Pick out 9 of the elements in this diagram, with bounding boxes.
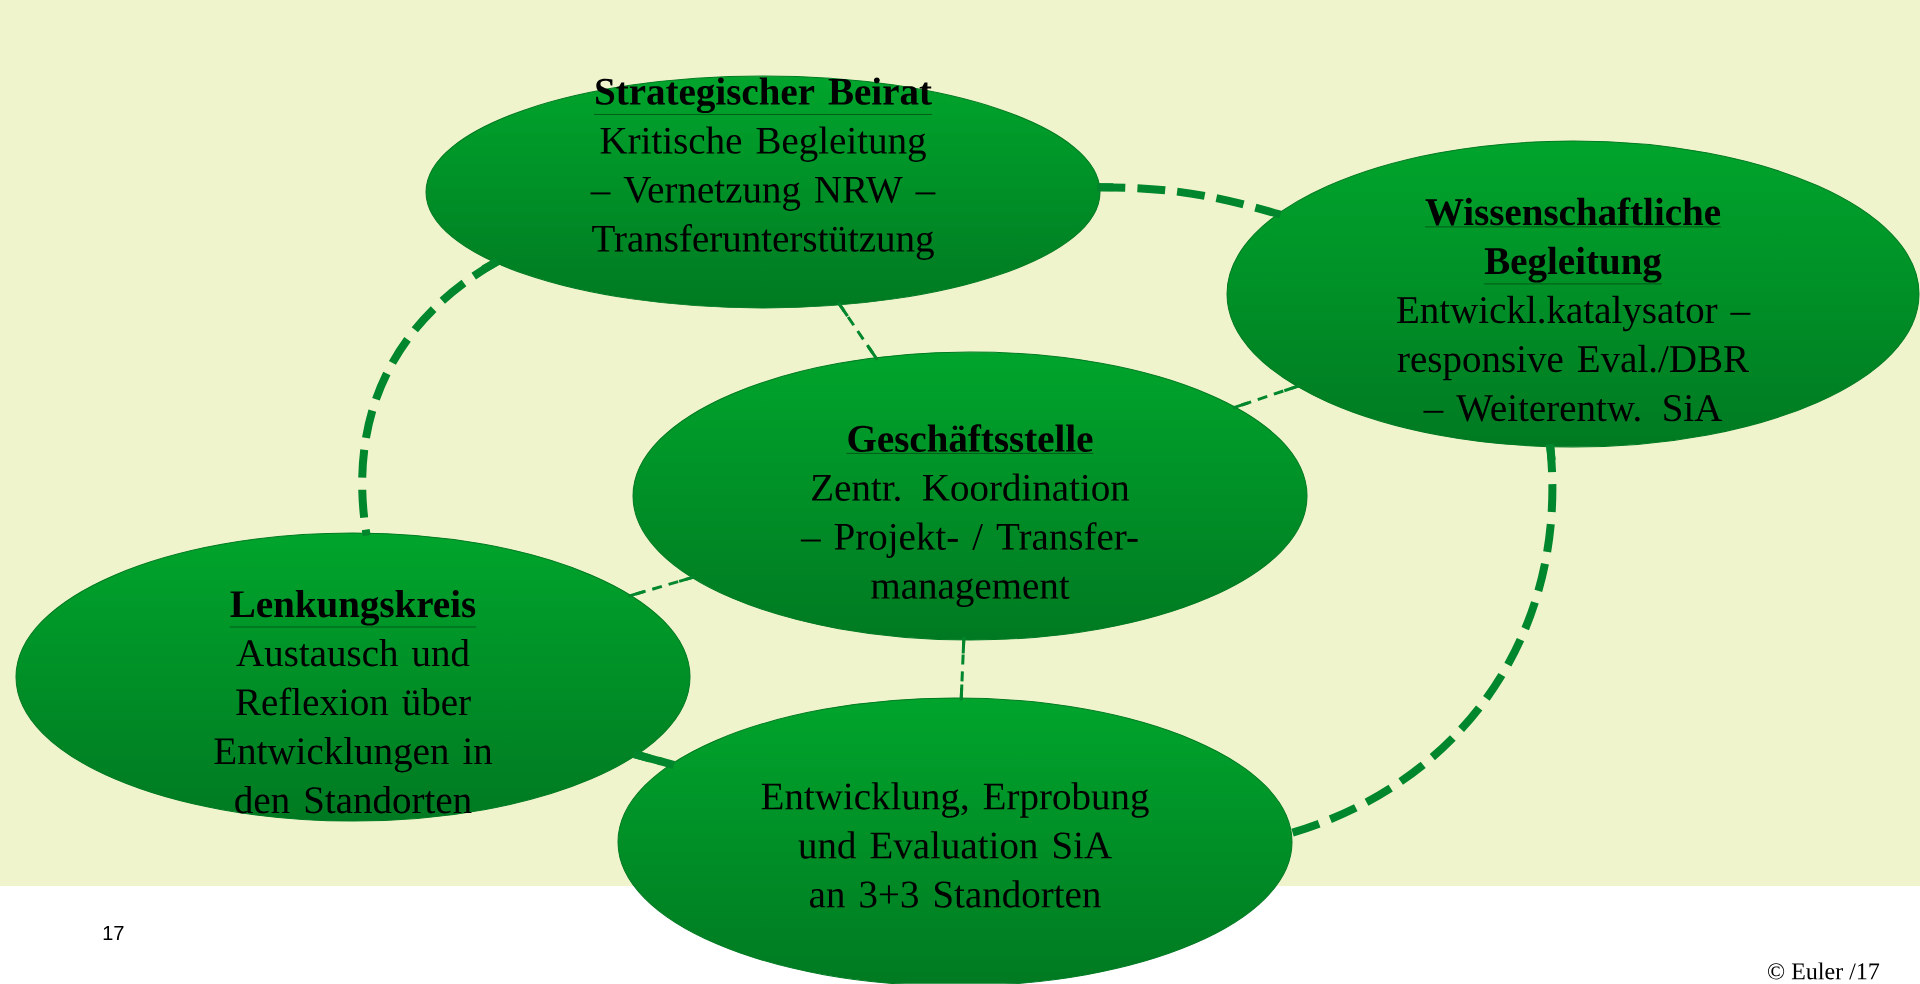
dashed-connector xyxy=(633,750,675,769)
dashed-connector xyxy=(837,302,879,361)
dashed-connector xyxy=(1232,384,1300,410)
dashed-connector xyxy=(358,257,500,537)
dashed-connector xyxy=(959,637,966,701)
dashed-connector xyxy=(628,575,695,598)
page-number: 17 xyxy=(103,926,124,940)
copyright-note: © Euler /17 xyxy=(1767,962,1880,980)
dashed-connector xyxy=(1097,183,1282,219)
